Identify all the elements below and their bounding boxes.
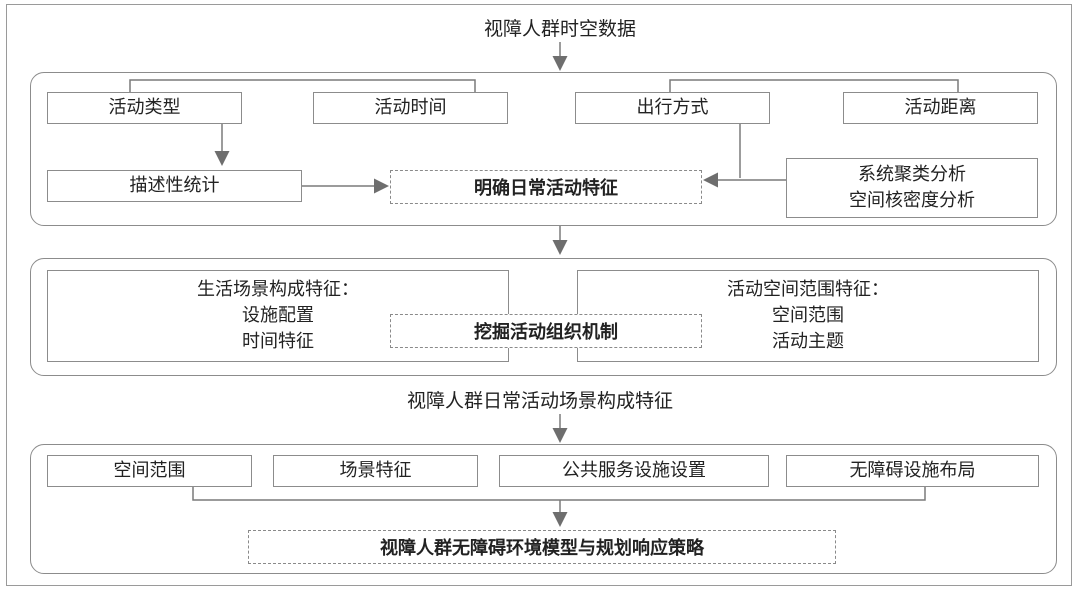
activity-space-title: 活动空间范围特征： xyxy=(727,279,889,300)
life-scene-item: 时间特征 xyxy=(242,331,314,352)
box-travel-mode: 出行方式 xyxy=(575,92,770,124)
diagram-frame xyxy=(6,4,1072,586)
box-activity-time: 活动时间 xyxy=(313,92,508,124)
life-scene-title: 生活场景构成特征： xyxy=(197,279,359,300)
box-descriptive-stats: 描述性统计 xyxy=(47,170,302,202)
box-barrier-free-layout: 无障碍设施布局 xyxy=(786,455,1039,487)
bracket-right xyxy=(669,79,959,92)
box-mine-mechanism: 挖掘活动组织机制 xyxy=(390,314,702,348)
box-clarify-daily-features: 明确日常活动特征 xyxy=(390,170,702,204)
box-final-strategy: 视障人群无障碍环境模型与规划响应策略 xyxy=(248,530,836,564)
box-activity-type: 活动类型 xyxy=(47,92,242,124)
box-public-service: 公共服务设施设置 xyxy=(499,455,769,487)
box-analysis-methods: 系统聚类分析 空间核密度分析 xyxy=(786,158,1038,218)
method-item: 系统聚类分析 xyxy=(858,164,966,185)
bracket-bottom xyxy=(192,486,926,501)
box-scene-features: 场景特征 xyxy=(273,455,478,487)
method-item: 空间核密度分析 xyxy=(849,190,975,211)
panel-activity-features xyxy=(30,72,1057,226)
activity-space-item: 空间范围 xyxy=(772,305,844,326)
middle-label: 视障人群日常活动场景构成特征 xyxy=(406,390,673,412)
box-activity-distance: 活动距离 xyxy=(843,92,1038,124)
life-scene-item: 设施配置 xyxy=(242,305,314,326)
panel-organization-mechanism xyxy=(30,258,1057,376)
box-space-range: 空间范围 xyxy=(47,455,252,487)
diagram-title: 视障人群时空数据 xyxy=(483,18,636,40)
bracket-left xyxy=(129,79,476,92)
panel-model-strategy xyxy=(30,444,1057,574)
activity-space-item: 活动主题 xyxy=(772,331,844,352)
